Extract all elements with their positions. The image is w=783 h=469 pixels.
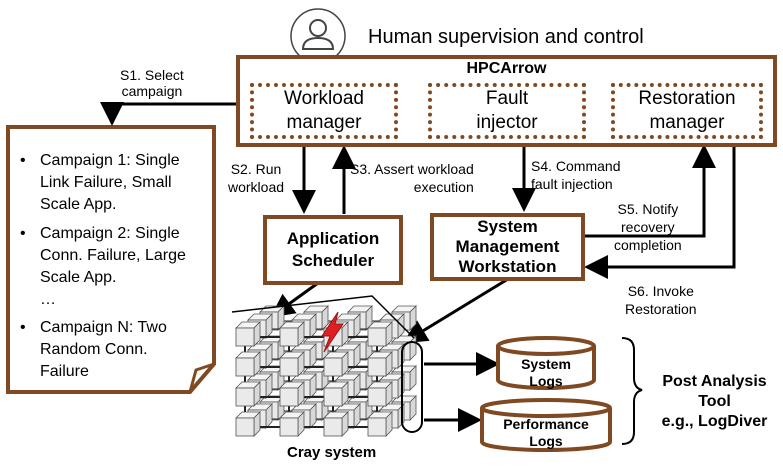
restoration-manager-box: Restoration manager: [611, 83, 763, 139]
cray-node: [323, 351, 349, 377]
campaign-2-text: Campaign 2: Single Conn. Failure, Large …: [40, 225, 186, 286]
campaign-item: • Campaign 1: Single Link Failure, Small…: [18, 150, 214, 216]
step-s6-label: S6. Invoke Restoration: [625, 283, 697, 317]
bullet: •: [20, 319, 26, 336]
system-logs-label: System Logs: [521, 356, 571, 389]
arrow-mgmt-to-cray: [402, 277, 509, 344]
campaign-item: • Campaign 2: Single Conn. Failure, Larg…: [18, 223, 214, 289]
campaign-n-text: Campaign N: Two Random Conn. Failure: [40, 319, 167, 380]
bullet: •: [20, 225, 26, 242]
campaign-document: [6, 125, 216, 394]
system-logs-cylinder: [496, 336, 596, 390]
cray-node: [367, 381, 393, 407]
arrow-s6: [584, 145, 736, 279]
cray-node: [279, 351, 305, 377]
fault-injector-box: Fault injector: [428, 83, 586, 139]
step-s3-label: S3. Assert workload execution: [350, 161, 474, 195]
step-s4-label: S4. Command fault injection: [531, 158, 621, 192]
cray-system-label: Cray system: [287, 444, 377, 461]
cray-node: [235, 381, 261, 407]
performance-logs-cylinder: [480, 398, 612, 452]
logs-bracket: [621, 337, 643, 445]
hpcarrow-title: HPCArrow: [466, 60, 547, 77]
arrow-s1: [100, 102, 236, 126]
workload-manager-box: Workload manager: [250, 83, 398, 139]
cray-node: [367, 351, 393, 377]
cray-node: [279, 381, 305, 407]
step-s2-label: S2. Run workload: [228, 161, 285, 195]
campaign-ellipsis: …: [40, 291, 56, 308]
performance-logs-label: Performance Logs: [503, 416, 589, 449]
bullet: •: [20, 152, 26, 169]
step-s1-label: S1. Select campaign: [120, 67, 184, 99]
campaign-1-text: Campaign 1: Single Link Failure, Small S…: [40, 152, 180, 213]
cray-node: [235, 411, 261, 437]
cray-node: [367, 321, 393, 347]
cray-node: [279, 411, 305, 437]
supervision-label: Human supervision and control: [368, 26, 644, 48]
lightning-icon: [321, 311, 344, 353]
document-fold: [188, 362, 215, 393]
cray-node: [279, 321, 305, 347]
arrow-s5: [583, 144, 716, 238]
post-analysis-tool-label: Post Analysis Tool e.g., LogDiver: [661, 373, 768, 430]
cray-node: [235, 351, 261, 377]
campaign-list: • Campaign 1: Single Link Failure, Small…: [18, 150, 214, 383]
person-icon: [290, 8, 346, 64]
application-scheduler-box: Application Scheduler: [263, 215, 403, 285]
cray-node: [367, 411, 393, 437]
cray-node: [323, 381, 349, 407]
system-management-workstation-box: System Management Workstation: [430, 213, 585, 281]
cray-side-bracket: [401, 341, 423, 433]
cray-system-grid: [235, 305, 417, 437]
campaign-item: • Campaign N: Two Random Conn. Failure: [18, 317, 214, 383]
step-s5-label: S5. Notify recovery completion: [614, 201, 682, 253]
cray-node: [323, 411, 349, 437]
cray-node: [235, 321, 261, 347]
cray-outline: [231, 295, 415, 339]
